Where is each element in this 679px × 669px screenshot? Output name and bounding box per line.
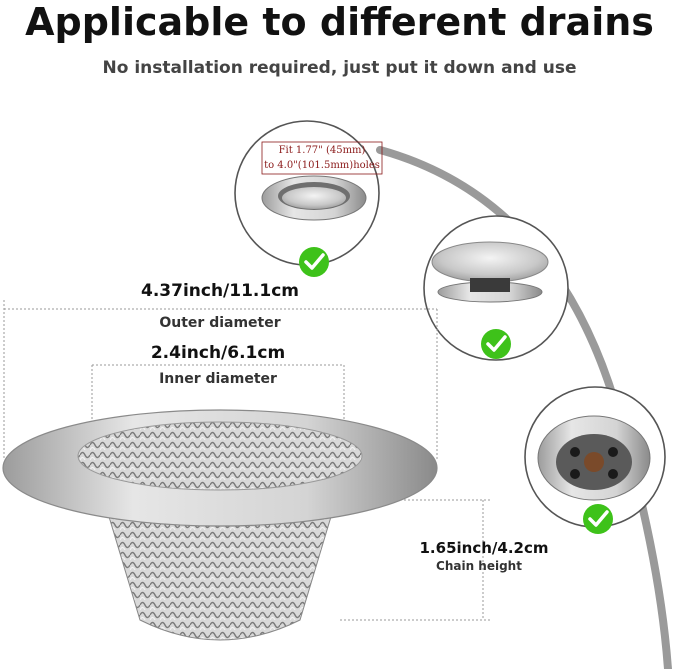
page-title: Applicable to different drains <box>25 0 654 44</box>
outer-diameter-label: Outer diameter <box>159 315 281 331</box>
check-icon <box>299 247 329 277</box>
outer-diameter-value: 4.37inch/11.1cm <box>141 281 299 301</box>
check-icon <box>583 504 613 534</box>
outer-dimension-line <box>3 300 438 460</box>
inner-diameter-value: 2.4inch/6.1cm <box>150 343 286 363</box>
inner-diameter-label: Inner diameter <box>159 371 277 387</box>
chain-height-value: 1.65inch/4.2cm <box>419 539 549 557</box>
fit-note-line2: to 4.0"(101.5mm)holes <box>264 160 380 171</box>
chain-dimension-line <box>340 499 490 621</box>
fit-note-line1: Fit 1.77" (45mm) <box>278 145 366 156</box>
drain-circle-popup <box>423 215 569 361</box>
check-icon <box>481 329 511 359</box>
drain-circle-basin <box>524 386 666 528</box>
inner-dimension-line <box>91 364 345 430</box>
fit-note: Fit 1.77" (45mm) to 4.0"(101.5mm)holes <box>262 143 382 173</box>
chain-height-label: Chain height <box>436 559 522 573</box>
strainer-product <box>2 409 438 641</box>
drain-circle-flange <box>234 120 380 266</box>
note-bracket <box>261 141 383 175</box>
page-subtitle: No installation required, just put it do… <box>102 58 577 78</box>
